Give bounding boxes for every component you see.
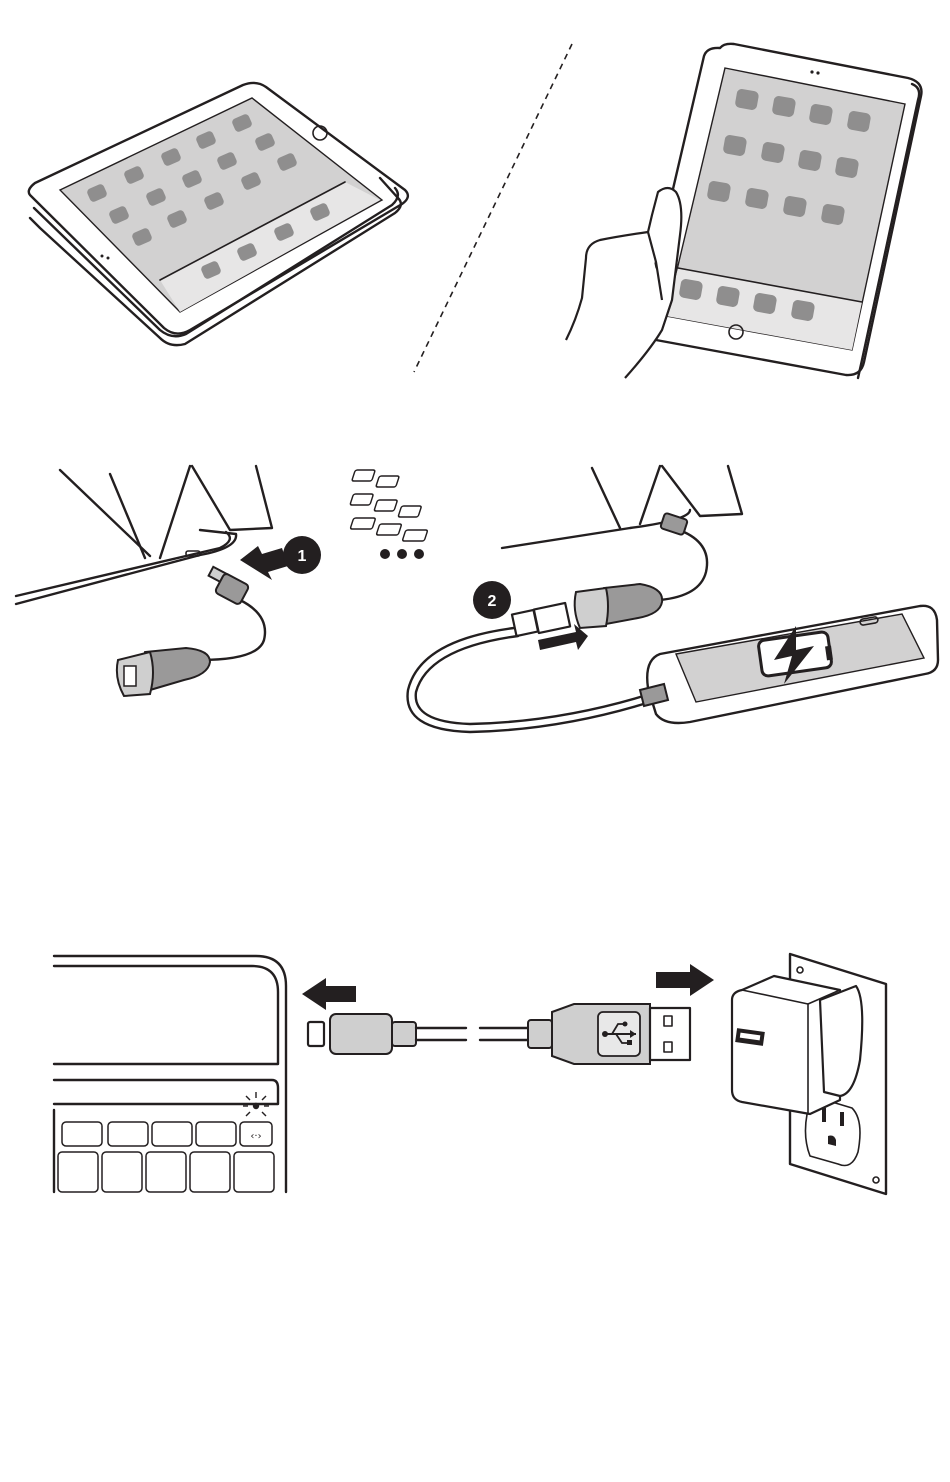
- arrow-right-icon: [656, 964, 714, 996]
- insert-arrow-icon: [240, 546, 288, 580]
- usb-symbol-icon: [598, 1012, 640, 1056]
- arrow-left-icon: [302, 978, 356, 1010]
- tablet-flat-in-case: [29, 83, 408, 345]
- svg-text:2: 2: [488, 593, 497, 610]
- keyboard-case-right: [350, 466, 742, 548]
- otg-adapter-cable-left: [117, 567, 265, 696]
- micro-usb-cable: [308, 1004, 690, 1064]
- tablet-held-in-hand: [566, 44, 921, 378]
- svg-text:1: 1: [298, 548, 307, 565]
- usage-modes-panel: [29, 44, 922, 378]
- step-1-badge: 1: [283, 536, 321, 574]
- keyboard-corner: ‹·›: [54, 956, 286, 1192]
- svg-text:‹·›: ‹·›: [250, 1131, 261, 1142]
- charge-phone-panel: 1: [0, 466, 938, 732]
- charge-cable: [408, 628, 650, 732]
- wall-adapter: [732, 976, 862, 1114]
- panel-divider: [414, 44, 572, 372]
- step-2-badge: 2: [473, 581, 511, 619]
- continue-ellipsis: [380, 549, 424, 559]
- charge-keyboard-panel: ‹·›: [54, 954, 886, 1194]
- otg-adapter-cable-right: [575, 513, 707, 628]
- hand: [566, 188, 681, 378]
- smartphone: [640, 606, 938, 723]
